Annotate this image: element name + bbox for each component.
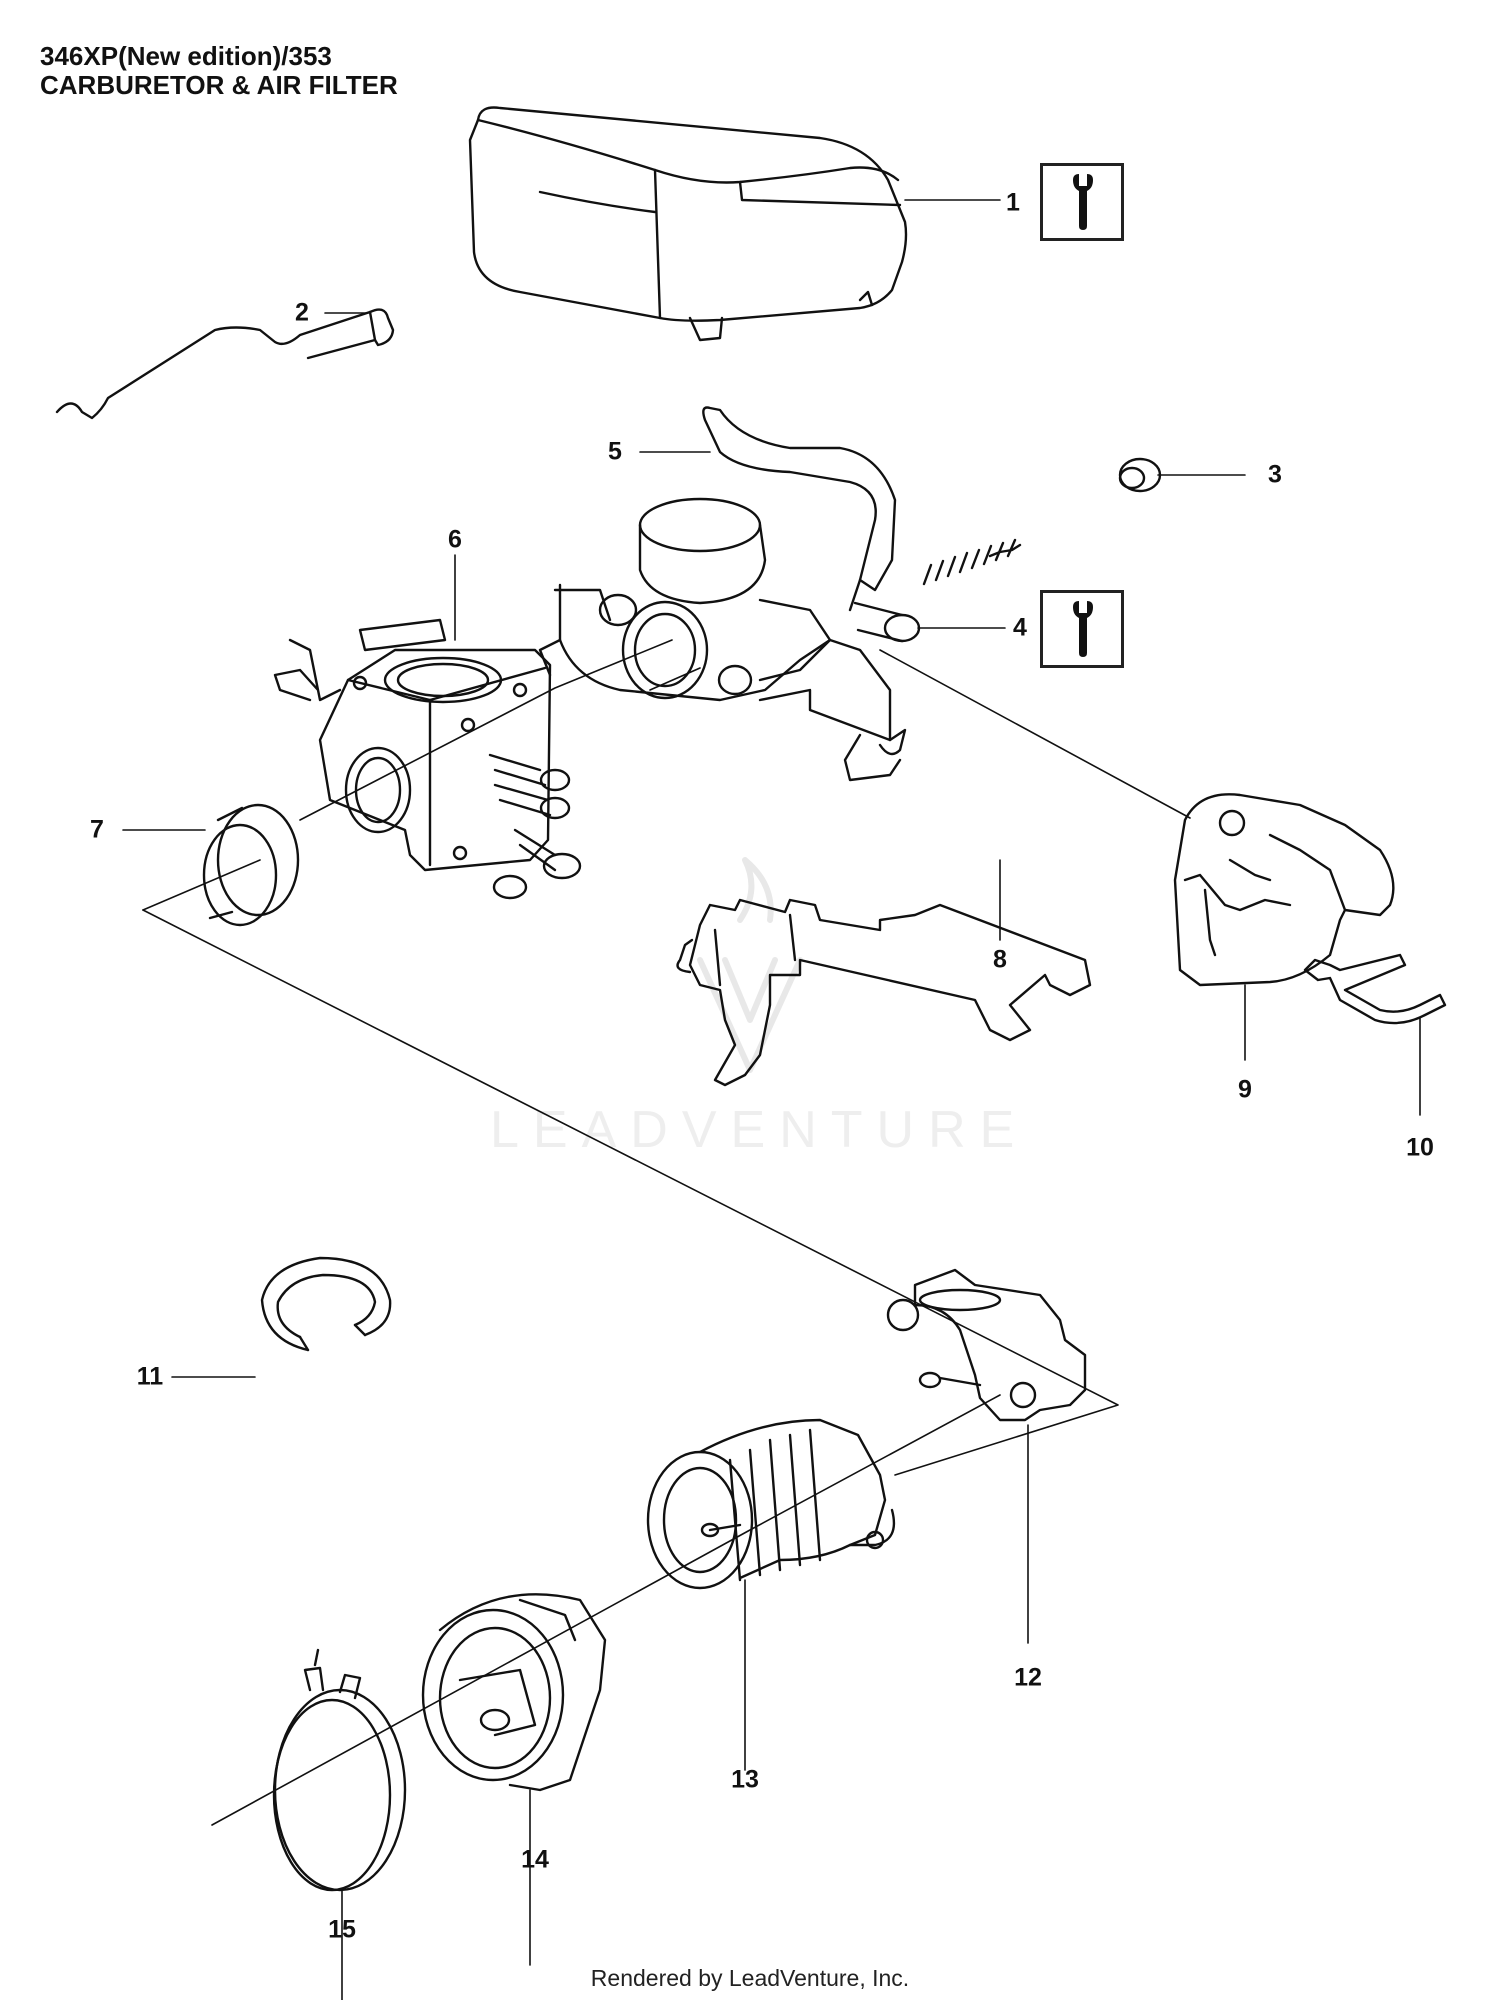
callout-3: 3 [1268, 460, 1282, 489]
callout-4: 4 [1013, 613, 1027, 642]
leader-lines [122, 199, 1421, 2000]
callout-13: 13 [731, 1765, 759, 1794]
intake-manifold [646, 1418, 896, 1590]
callout-9: 9 [1238, 1075, 1252, 1104]
callout-8: 8 [993, 945, 1007, 974]
model-title: 346XP(New edition)/353 [40, 41, 332, 71]
intake-flange [421, 1593, 607, 1792]
choke-rod [55, 308, 395, 420]
tool-badge-1 [1040, 163, 1124, 241]
leaf-spring [1303, 953, 1447, 1025]
callout-7: 7 [90, 815, 104, 844]
footer-credit: Rendered by LeadVenture, Inc. [590, 1965, 910, 1991]
callout-12: 12 [1014, 1663, 1042, 1692]
callout-14: 14 [521, 1845, 549, 1874]
clamp [886, 1268, 1087, 1422]
link-lever [676, 898, 1092, 1087]
wrench-icon [1073, 174, 1093, 230]
carburetor [273, 618, 582, 900]
tool-badge-4 [1040, 590, 1124, 668]
diagram-title: 346XP(New edition)/353 CARBURETOR & AIR … [40, 42, 398, 100]
callout-10: 10 [1406, 1133, 1434, 1162]
carburetor-holder [538, 406, 907, 782]
hose-clamp [272, 1648, 407, 1892]
gasket-ring [202, 803, 300, 927]
callout-6: 6 [448, 525, 462, 554]
assembly-lines [142, 639, 1191, 1826]
watermark-logo [697, 857, 803, 1073]
bushing [1118, 457, 1162, 493]
trigger-housing [1173, 793, 1395, 987]
callout-1: 1 [1006, 188, 1020, 217]
callout-5: 5 [608, 437, 622, 466]
callout-15: 15 [328, 1915, 356, 1944]
spring-and-screw [853, 538, 1022, 643]
section-title: CARBURETOR & AIR FILTER [40, 70, 398, 100]
air-filter-cover [468, 106, 908, 342]
wrench-icon [1073, 601, 1093, 657]
callout-11: 11 [136, 1362, 164, 1391]
circlip [260, 1256, 392, 1352]
callout-2: 2 [295, 298, 309, 327]
